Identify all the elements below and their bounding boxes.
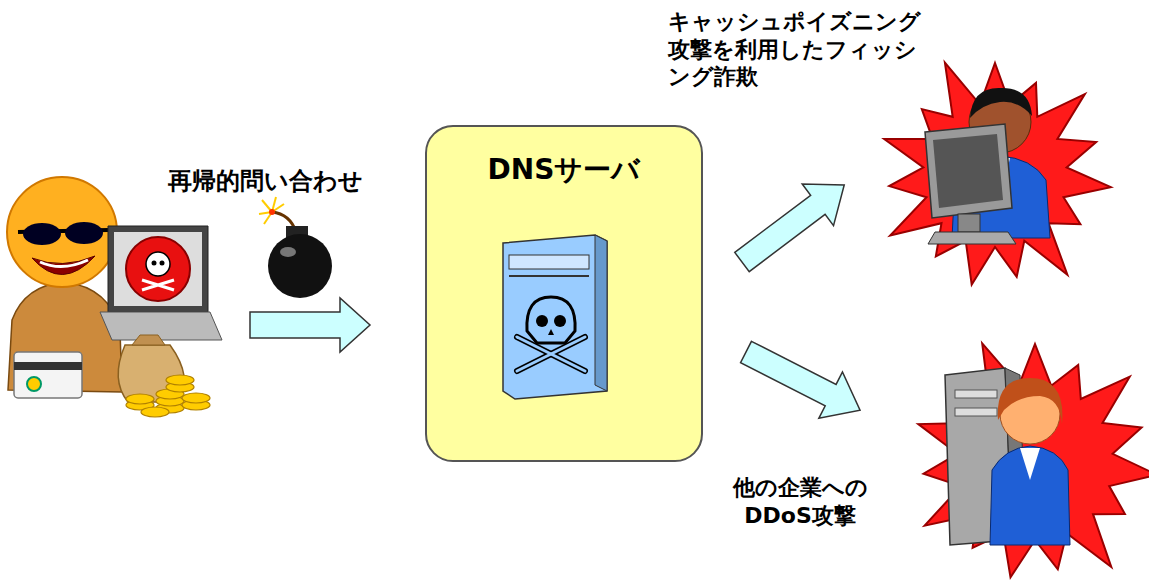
- dns-server-box: DNSサーバ: [425, 125, 703, 462]
- phishing-victim: [884, 63, 1111, 285]
- dns-server-icon: [495, 231, 615, 401]
- bomb-icon: [259, 197, 332, 298]
- node-title: DNSサーバ: [427, 153, 701, 187]
- ddos-label: 他の企業への DDoS攻撃: [712, 474, 888, 529]
- query-label: 再帰的問い合わせ: [168, 166, 418, 196]
- ddos-victim: [918, 343, 1149, 577]
- attacker-figure: [7, 177, 222, 417]
- phishing-label: キャッシュポイズニング 攻撃を利用したフィッシ ング詐欺: [668, 8, 930, 91]
